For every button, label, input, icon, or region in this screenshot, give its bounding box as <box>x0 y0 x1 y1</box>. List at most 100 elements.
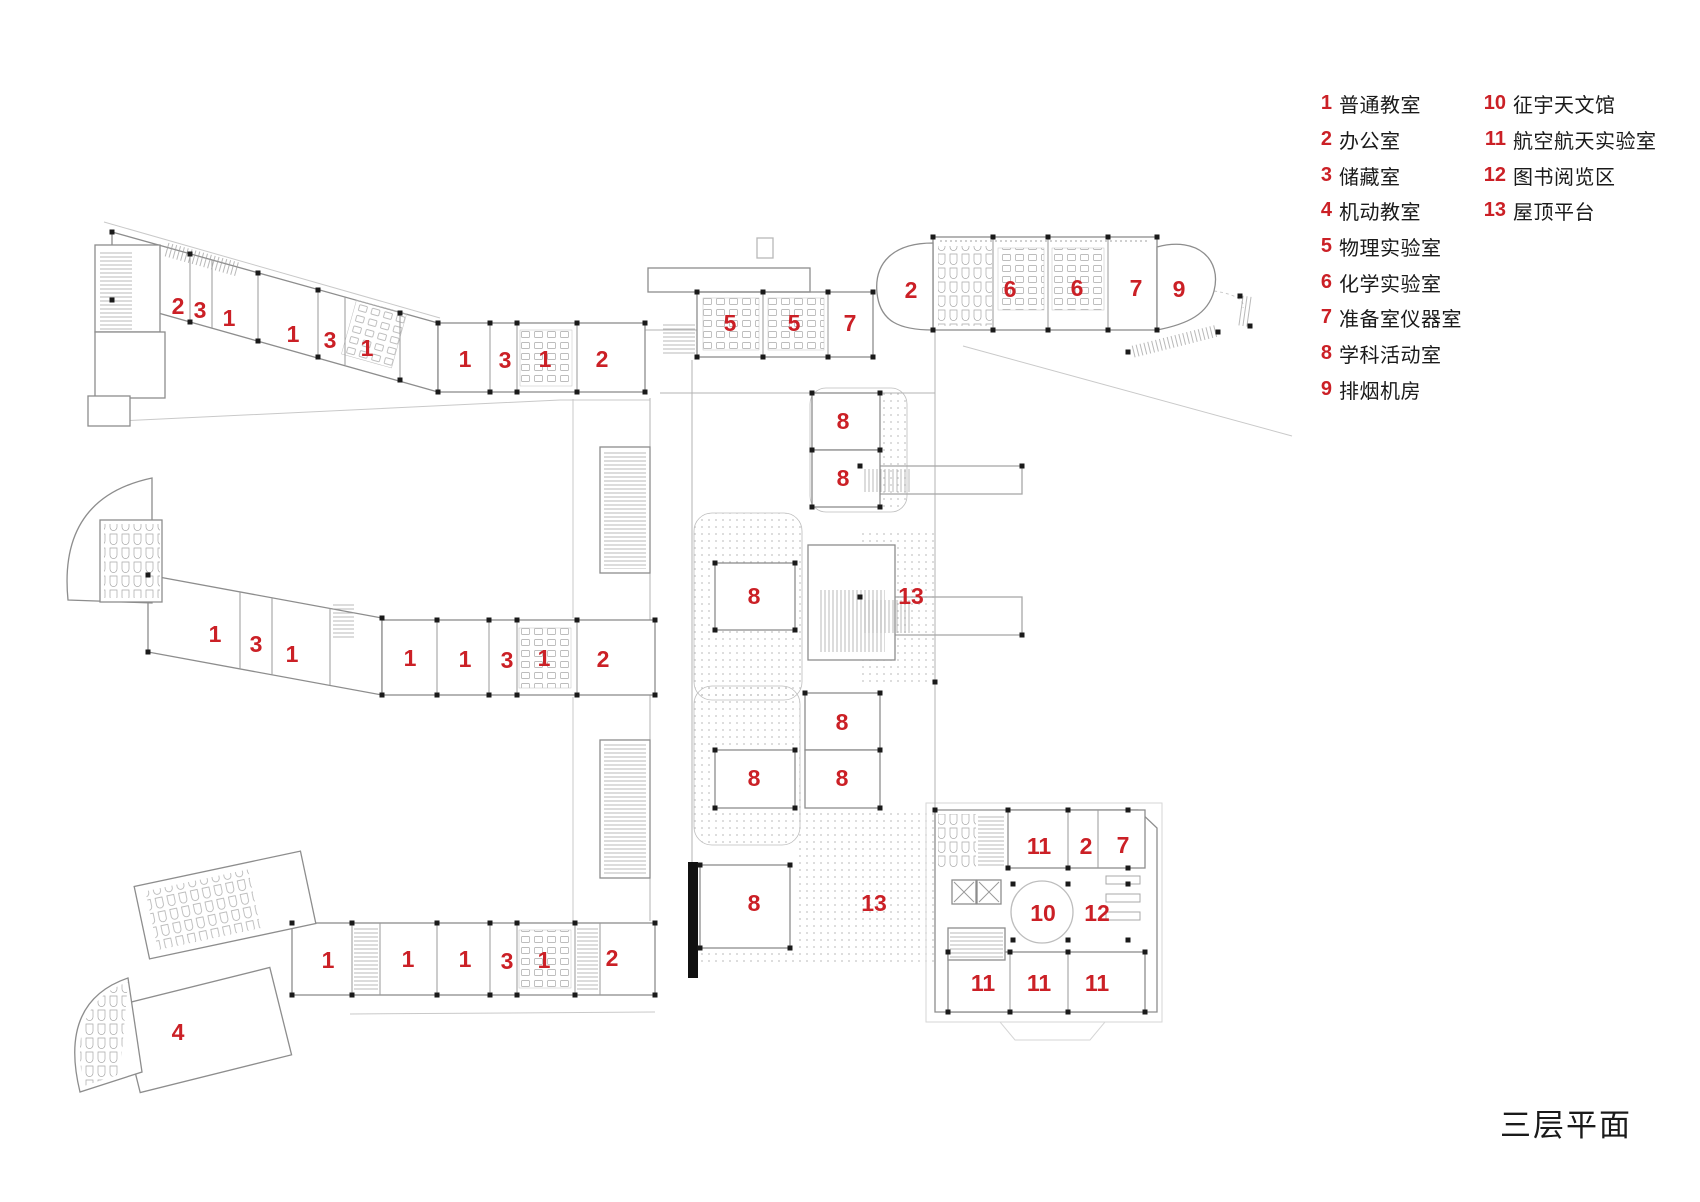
legend-item-number: 5 <box>1320 235 1332 258</box>
room-label-7: 7 <box>844 310 857 336</box>
stairs <box>100 252 1004 992</box>
room-label-2: 2 <box>1080 833 1093 859</box>
room-label-1: 1 <box>539 346 552 372</box>
legend-item-number: 8 <box>1320 342 1332 365</box>
legend-item-7: 7 准备室仪器室 <box>1298 300 1462 336</box>
room-label-5: 5 <box>788 310 801 336</box>
legend-item-number: 6 <box>1320 270 1332 293</box>
legend-item-6: 6 化学实验室 <box>1298 264 1462 300</box>
legend-item-label: 办公室 <box>1339 131 1401 154</box>
legend-item-number: 11 <box>1484 128 1506 151</box>
legend-item-number: 4 <box>1320 199 1332 222</box>
legend-item-label: 排烟机房 <box>1339 380 1421 403</box>
wing-middle-straight <box>381 619 656 696</box>
legend-item-12: 12 图书阅览区 <box>1468 157 1657 193</box>
room-label-3: 3 <box>501 647 514 673</box>
room-label-2: 2 <box>172 293 185 319</box>
room-label-12: 12 <box>1084 900 1110 926</box>
room-label-8: 8 <box>748 765 761 791</box>
room-label-1: 1 <box>538 947 551 973</box>
room-label-1: 1 <box>459 346 472 372</box>
room-label-11: 11 <box>1027 970 1052 996</box>
room-label-10: 10 <box>1030 900 1056 926</box>
room-label-13: 13 <box>861 890 887 916</box>
room-label-3: 3 <box>499 347 512 373</box>
room-label-8: 8 <box>837 408 850 434</box>
room-label-3: 3 <box>501 948 514 974</box>
room-label-1: 1 <box>361 335 374 361</box>
legend-item-label: 机动教室 <box>1339 202 1421 225</box>
room-label-2: 2 <box>597 646 610 672</box>
legend-item-4: 4 机动教室 <box>1298 193 1462 229</box>
legend-item-label: 物理实验室 <box>1339 238 1442 261</box>
room-label-1: 1 <box>209 621 222 647</box>
room-label-8: 8 <box>836 765 849 791</box>
legend-item-label: 准备室仪器室 <box>1339 309 1462 332</box>
legend-item-5: 5 物理实验室 <box>1298 229 1462 265</box>
legend-item-9: 9 排烟机房 <box>1298 372 1462 408</box>
legend-item-label: 屋顶平台 <box>1513 202 1595 225</box>
legend-item-11: 11 航空航天实验室 <box>1468 122 1657 158</box>
site-lines <box>97 221 1293 1041</box>
partitions <box>189 237 1150 1012</box>
classroom-desks <box>341 247 1105 989</box>
room-label-8: 8 <box>748 890 761 916</box>
legend-item-label: 征宇天文馆 <box>1513 95 1616 118</box>
room-label-8: 8 <box>836 709 849 735</box>
room-label-1: 1 <box>459 946 472 972</box>
legend-item-number: 7 <box>1320 306 1332 329</box>
legend-item-number: 12 <box>1483 163 1506 186</box>
room-label-1: 1 <box>322 947 335 973</box>
building-walls <box>66 231 1217 1094</box>
room-label-1: 1 <box>404 645 417 671</box>
room-label-1: 1 <box>538 645 551 671</box>
wing-bottom <box>291 922 656 996</box>
shear-wall <box>688 862 698 978</box>
structural-columns <box>109 229 1253 1015</box>
room-label-1: 1 <box>286 641 299 667</box>
room-label-2: 2 <box>596 346 609 372</box>
drawing-title: 三层平面 <box>1500 1108 1632 1143</box>
legend-item-label: 图书阅览区 <box>1513 166 1616 189</box>
legend-item-label: 航空航天实验室 <box>1513 131 1657 154</box>
room-label-1: 1 <box>402 946 415 972</box>
planetarium-dome <box>1010 880 1074 944</box>
room-label-1: 1 <box>223 305 236 331</box>
room-label-1: 1 <box>287 321 300 347</box>
legend-item-number: 13 <box>1483 199 1506 222</box>
room-label-2: 2 <box>606 945 619 971</box>
legend-item-label: 普通教室 <box>1339 95 1421 118</box>
room-label-8: 8 <box>837 465 850 491</box>
room-label-7: 7 <box>1117 832 1130 858</box>
legend-item-13: 13 屋顶平台 <box>1468 193 1657 229</box>
legend-item-label: 储藏室 <box>1339 166 1401 189</box>
legend-item-3: 3 储藏室 <box>1298 157 1462 193</box>
room-label-6: 6 <box>1004 276 1017 302</box>
room-label-3: 3 <box>324 327 337 353</box>
room-label-3: 3 <box>250 631 263 657</box>
room-label-6: 6 <box>1071 275 1084 301</box>
legend-item-number: 3 <box>1320 163 1332 186</box>
legend-item-8: 8 学科活动室 <box>1298 336 1462 372</box>
legend-item-label: 学科活动室 <box>1339 345 1442 368</box>
legend-item-label: 化学实验室 <box>1339 273 1442 296</box>
room-label-13: 13 <box>898 583 924 609</box>
room-label-7: 7 <box>1130 275 1143 301</box>
legend-column-2: 10 征宇天文馆 11 航空航天实验室 12 图书阅览区 13 屋顶平台 <box>1468 86 1657 229</box>
legend-item-10: 10 征宇天文馆 <box>1468 86 1657 122</box>
room-label-2: 2 <box>905 277 918 303</box>
room-label-9: 9 <box>1173 276 1186 302</box>
room-label-5: 5 <box>724 310 737 336</box>
legend-item-1: 1 普通教室 <box>1298 86 1462 122</box>
room-label-11: 11 <box>1085 970 1110 996</box>
room-label-8: 8 <box>748 583 761 609</box>
legend-item-number: 9 <box>1320 377 1332 400</box>
legend-item-number: 1 <box>1320 92 1332 115</box>
legend-item-number: 10 <box>1483 92 1506 115</box>
smoke-exhaust-room <box>1156 243 1217 331</box>
room-label-4: 4 <box>172 1019 185 1045</box>
